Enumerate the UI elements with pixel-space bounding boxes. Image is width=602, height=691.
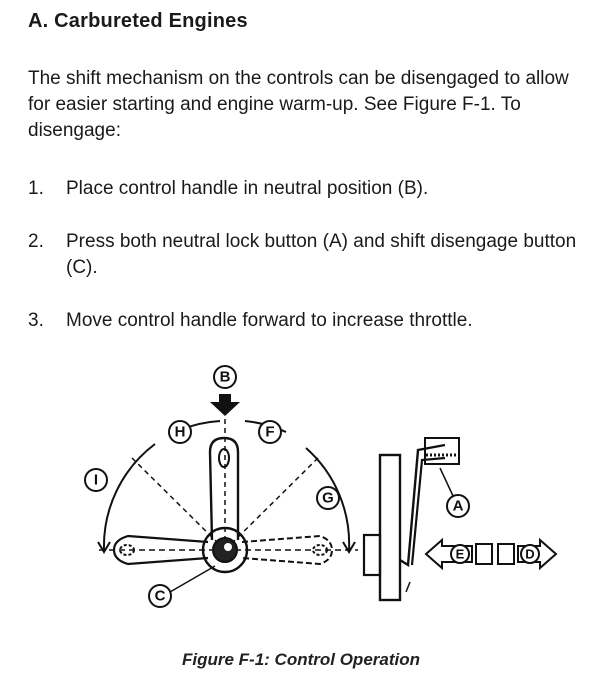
step-item: 3. Move control handle forward to increa… <box>28 308 588 334</box>
step-text: Press both neutral lock button (A) and s… <box>66 231 577 278</box>
step-text: Move control handle forward to increase … <box>66 310 473 331</box>
label-d: D <box>525 547 534 562</box>
label-b: B <box>220 369 231 386</box>
control-operation-figure: B H F I G C A E D <box>84 365 558 608</box>
steps-list: 1. Place control handle in neutral posit… <box>28 176 588 361</box>
side-handle-lever <box>399 443 446 568</box>
control-housing-plate <box>378 453 402 602</box>
intro-paragraph: The shift mechanism on the controls can … <box>28 68 569 141</box>
label-g: G <box>322 490 334 507</box>
step-number: 1. <box>28 178 44 199</box>
lock-button-grip <box>424 437 460 465</box>
neutral-arrow <box>210 402 240 416</box>
control-handle-forward <box>241 534 334 566</box>
label-h: H <box>175 424 186 441</box>
direction-arrow-e <box>424 537 493 571</box>
direction-arrow-d <box>497 537 558 571</box>
pivot-hub <box>201 526 249 574</box>
label-i: I <box>94 472 98 489</box>
step-text: Place control handle in neutral position… <box>66 178 429 199</box>
step-number: 2. <box>28 231 44 252</box>
label-e: E <box>456 547 465 562</box>
step-number: 3. <box>28 310 44 331</box>
label-a: A <box>453 498 464 515</box>
step-item: 2. Press both neutral lock button (A) an… <box>28 229 588 281</box>
figure-caption: Figure F-1: Control Operation <box>182 650 420 669</box>
label-c: C <box>155 588 166 605</box>
step-item: 1. Place control handle in neutral posit… <box>28 176 588 202</box>
label-f: F <box>265 424 274 441</box>
range-arc-i <box>102 443 156 551</box>
section-heading: A. Carbureted Engines <box>28 10 248 32</box>
control-handle-reverse <box>112 534 209 566</box>
control-handle-upright <box>208 436 240 541</box>
